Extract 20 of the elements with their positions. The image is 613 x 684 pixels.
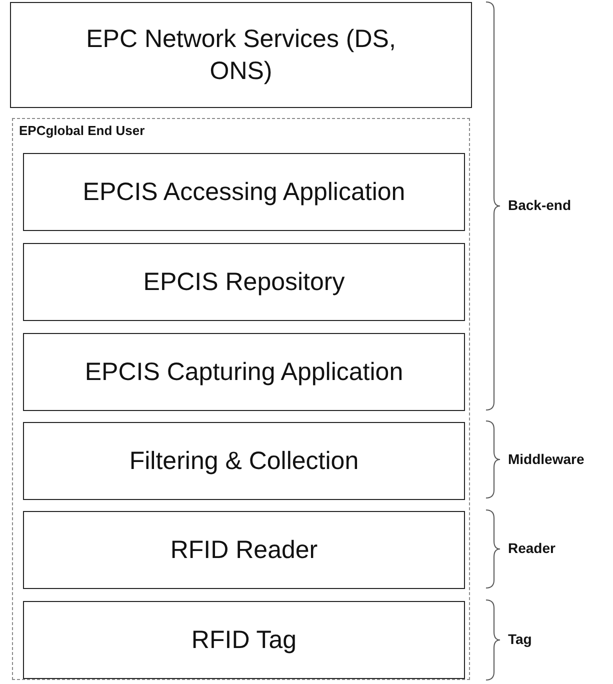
layer-box	[23, 153, 465, 231]
layer-label: EPC Network Services (DS, ONS)	[85, 24, 397, 87]
layer-label: EPCIS Repository	[143, 266, 345, 298]
layer-label: EPCIS Accessing Application	[82, 176, 406, 208]
layer-label: EPCIS Capturing Application	[84, 356, 404, 388]
tier-label: Reader	[508, 540, 556, 556]
layer-box	[10, 2, 472, 108]
layer-box	[23, 511, 465, 589]
layer-label: RFID Tag	[191, 624, 297, 656]
dashed-group-frame	[12, 118, 470, 680]
layer-box	[23, 243, 465, 321]
tier-label: Middleware	[508, 450, 584, 466]
layer-box	[23, 333, 465, 411]
layer-label: RFID Reader	[170, 534, 318, 566]
tier-label: Tag	[508, 631, 532, 647]
layer-box	[23, 601, 465, 679]
layer-label: Filtering & Collection	[129, 446, 359, 477]
group-title: EPCglobal End User	[19, 123, 145, 138]
layer-box	[23, 422, 465, 500]
tier-label: Back-end	[508, 197, 572, 213]
